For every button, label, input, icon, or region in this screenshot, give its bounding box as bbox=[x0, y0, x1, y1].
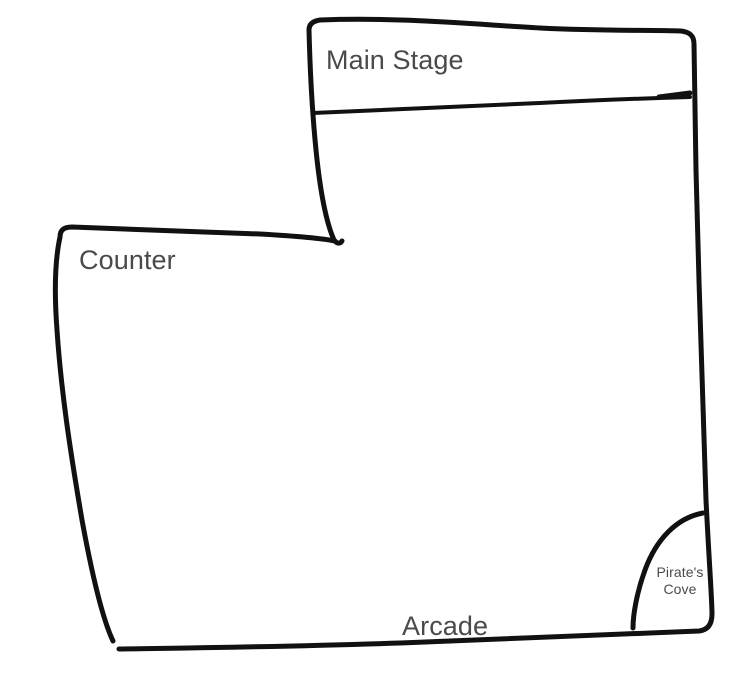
room-label-pirates-cove: Pirate's Cove bbox=[648, 564, 712, 597]
venue-outline-path bbox=[116, 16, 715, 652]
notch-wall-path bbox=[306, 27, 345, 246]
stage-divider-path bbox=[311, 95, 692, 115]
room-label-pirates-cove-line-2: Cove bbox=[663, 580, 697, 597]
counter-wall-path bbox=[57, 224, 338, 244]
room-label-arcade: Arcade bbox=[402, 611, 489, 641]
room-label-main-stage: Main Stage bbox=[326, 45, 464, 75]
room-label-pirates-cove-line-1: Pirate's bbox=[656, 564, 704, 580]
room-label-counter: Counter bbox=[79, 245, 176, 275]
left-wall-path bbox=[52, 234, 116, 644]
pirates-cove-arc-path bbox=[630, 510, 706, 631]
stage-doorway-tick-path bbox=[656, 90, 693, 100]
